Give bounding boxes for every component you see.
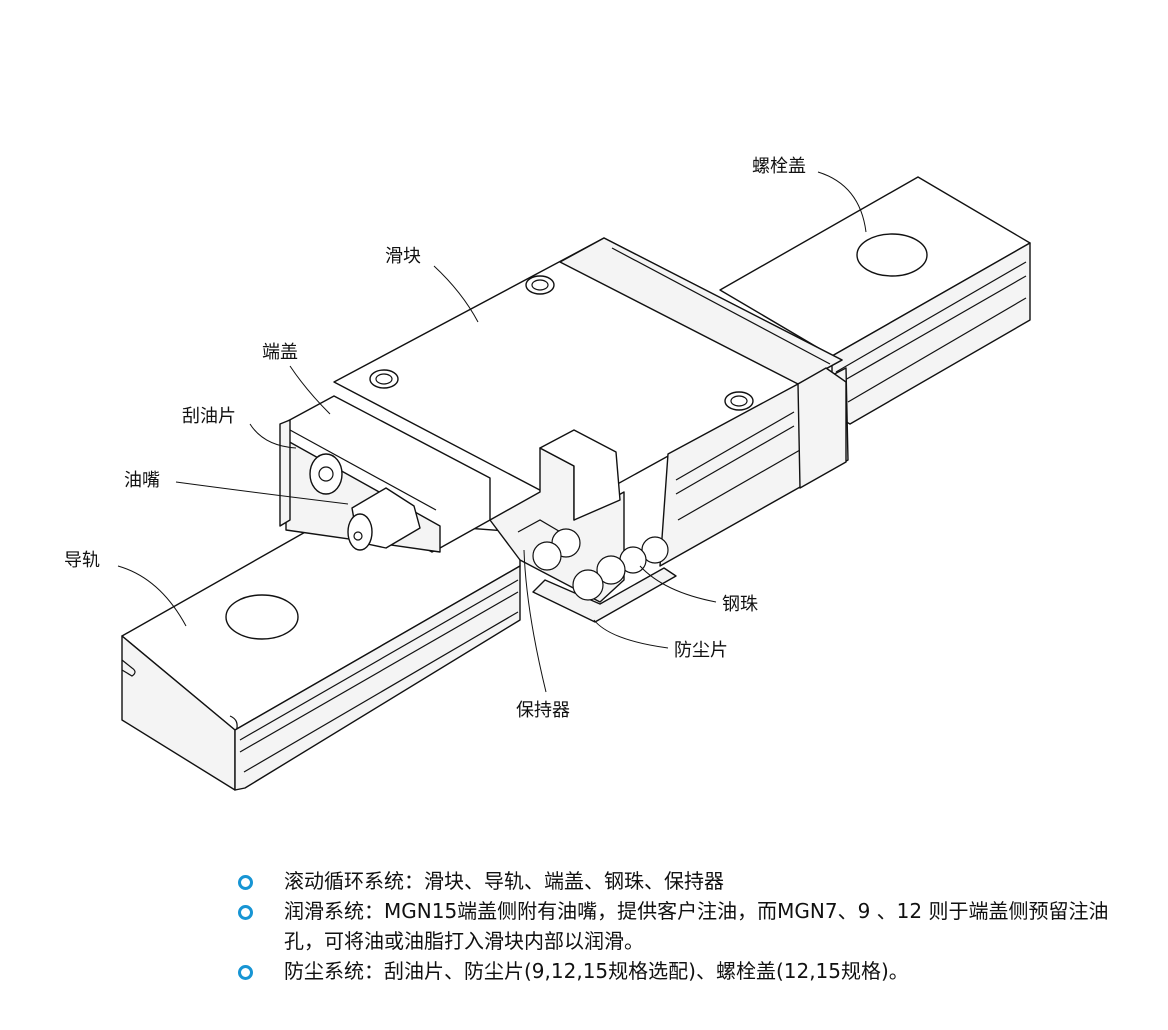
- leader-bolt-cap: [817, 171, 867, 233]
- label-retainer: 保持器: [516, 700, 570, 721]
- block-hole-left: [369, 369, 399, 389]
- label-rail: 导轨: [64, 550, 100, 571]
- block-hole-right: [724, 391, 754, 411]
- feature-notes: 滚动循环系统：滑块、导轨、端盖、钢珠、保持器 润滑系统：MGN15端盖侧附有油嘴…: [236, 866, 1116, 986]
- note-dust-system: 防尘系统：刮油片、防尘片(9,12,15规格选配)、螺栓盖(12,15规格)。: [236, 956, 1116, 986]
- leader-block: [433, 265, 479, 323]
- label-grease-nipple: 油嘴: [124, 470, 160, 491]
- leader-end-cap: [289, 365, 331, 415]
- rail-front: [121, 517, 521, 791]
- linear-guide-diagram: 螺栓盖 滑块 端盖 刮油片 油嘴 导轨 钢珠 防尘片 保持器: [64, 156, 1031, 791]
- leader-rail: [117, 565, 187, 627]
- leader-steel-ball: [639, 565, 717, 603]
- note-text: 防尘系统：刮油片、防尘片(9,12,15规格选配)、螺栓盖(12,15规格)。: [284, 959, 909, 983]
- grease-nipple: [309, 453, 421, 551]
- label-block: 滑块: [385, 246, 421, 267]
- cutaway: [489, 429, 625, 603]
- leader-scraper: [249, 423, 297, 449]
- block-hole-top: [525, 275, 555, 295]
- ring-bullet-icon: [238, 905, 253, 920]
- label-scraper: 刮油片: [182, 406, 236, 427]
- label-end-cap: 端盖: [262, 342, 298, 363]
- label-dust-seal: 防尘片: [674, 640, 728, 661]
- label-steel-ball: 钢珠: [722, 594, 758, 615]
- block: [333, 237, 849, 567]
- ring-bullet-icon: [238, 965, 253, 980]
- steel-balls: [532, 528, 669, 601]
- leader-retainer: [523, 549, 547, 693]
- leader-nipple: [175, 481, 349, 505]
- label-bolt-cap: 螺栓盖: [752, 156, 806, 177]
- bolt-cap-front: [225, 594, 299, 640]
- leader-dust-seal: [593, 619, 669, 649]
- note-rolling-system: 滚动循环系统：滑块、导轨、端盖、钢珠、保持器: [236, 866, 1116, 896]
- bolt-cap-back: [856, 233, 928, 277]
- dust-seal: [532, 567, 677, 623]
- ring-bullet-icon: [238, 875, 253, 890]
- note-lubrication-system: 润滑系统：MGN15端盖侧附有油嘴，提供客户注油，而MGN7、9 、12 则于端…: [236, 896, 1116, 956]
- note-text: 滚动循环系统：滑块、导轨、端盖、钢珠、保持器: [284, 869, 724, 893]
- note-text: 润滑系统：MGN15端盖侧附有油嘴，提供客户注油，而MGN7、9 、12 则于端…: [284, 899, 1109, 953]
